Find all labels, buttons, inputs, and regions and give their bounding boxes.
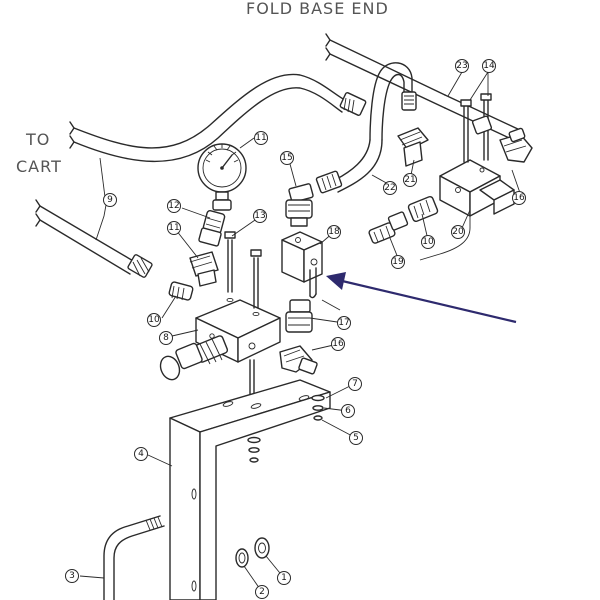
u-bend-hose <box>369 62 417 141</box>
tee-fitting-22 <box>397 127 429 167</box>
svg-text:5: 5 <box>353 433 359 443</box>
callout-8: 8 <box>159 331 173 345</box>
callout-21: 22 <box>383 181 397 195</box>
lower-hose-to-cart <box>35 199 153 278</box>
to-label: TO <box>25 130 50 149</box>
rod-3 <box>103 515 165 600</box>
arrow-pointer-icon <box>326 272 517 324</box>
svg-text:3: 3 <box>69 571 75 581</box>
svg-text:19: 19 <box>392 257 404 267</box>
svg-text:7: 7 <box>352 379 358 389</box>
middle-hose <box>315 139 383 194</box>
callout-1: 1 <box>277 571 291 585</box>
callout-2: 2 <box>255 585 269 599</box>
callout-7: 7 <box>348 377 362 391</box>
svg-text:10: 10 <box>422 237 434 247</box>
callout-20: 20 <box>451 225 465 239</box>
fittings-19-10-right <box>368 195 439 244</box>
callout-10-right: 10 <box>421 235 435 249</box>
svg-text:13: 13 <box>254 211 265 221</box>
gauge-icon <box>197 143 247 211</box>
fitting-12 <box>198 209 226 247</box>
callout-16-right: 16 <box>512 191 526 205</box>
connection-lines <box>321 216 471 311</box>
callout-6: 6 <box>341 404 355 418</box>
callout-3: 3 <box>65 569 79 583</box>
svg-text:1: 1 <box>281 573 287 583</box>
svg-text:6: 6 <box>345 406 351 416</box>
svg-text:10: 10 <box>148 315 160 325</box>
elbow-16-right <box>499 127 533 163</box>
fold-base-end-label: FOLD BASE END <box>246 0 389 18</box>
callout-16-lower: 16 <box>331 337 345 351</box>
callout-13: 11 <box>254 131 268 145</box>
washers-1-2 <box>235 537 270 568</box>
main-hose-to-cart <box>69 73 367 163</box>
cart-label: CART <box>16 157 62 176</box>
block-20 <box>439 159 515 217</box>
svg-text:12: 12 <box>168 201 179 211</box>
svg-text:23: 23 <box>456 61 467 71</box>
mounting-plate-4 <box>169 379 331 600</box>
svg-text:16: 16 <box>513 193 525 203</box>
callout-10-left: 10 <box>147 313 161 327</box>
bolts-14-right <box>460 93 493 163</box>
callout-11: 11 <box>167 221 181 235</box>
callout-17: 17 <box>337 316 351 330</box>
callout-9: 9 <box>103 193 117 207</box>
hardware-stack-5-6-7 <box>247 394 325 463</box>
fitting-10-left <box>168 281 194 301</box>
callout-14-mid: 13 <box>253 209 267 223</box>
svg-text:20: 20 <box>452 227 464 237</box>
fitting-17 <box>285 299 313 333</box>
valve-15 <box>285 183 314 227</box>
block-18 <box>281 231 323 299</box>
callout-12: 12 <box>167 199 181 213</box>
svg-text:16: 16 <box>332 339 344 349</box>
ball-valve-handle <box>159 335 229 381</box>
callout-5: 5 <box>349 431 363 445</box>
callout-4: 4 <box>134 447 148 461</box>
svg-text:18: 18 <box>328 227 340 237</box>
callout-22: 21 <box>403 173 417 187</box>
tee-fitting-11 <box>189 251 219 287</box>
svg-text:4: 4 <box>138 449 144 459</box>
svg-text:21: 21 <box>404 175 415 185</box>
svg-text:8: 8 <box>163 333 169 343</box>
callout-23: 23 <box>455 59 469 73</box>
svg-text:17: 17 <box>338 318 349 328</box>
svg-text:11: 11 <box>168 223 179 233</box>
svg-text:2: 2 <box>259 587 265 597</box>
elbow-16-lower <box>279 345 318 375</box>
callout-14-top: 14 <box>482 59 496 73</box>
svg-text:9: 9 <box>107 195 113 205</box>
svg-text:15: 15 <box>281 153 292 163</box>
svg-text:11: 11 <box>255 133 266 143</box>
callout-19: 19 <box>391 255 405 269</box>
svg-text:14: 14 <box>483 61 495 71</box>
svg-text:22: 22 <box>384 183 395 193</box>
callout-18: 18 <box>327 225 341 239</box>
callout-15: 15 <box>280 151 294 165</box>
